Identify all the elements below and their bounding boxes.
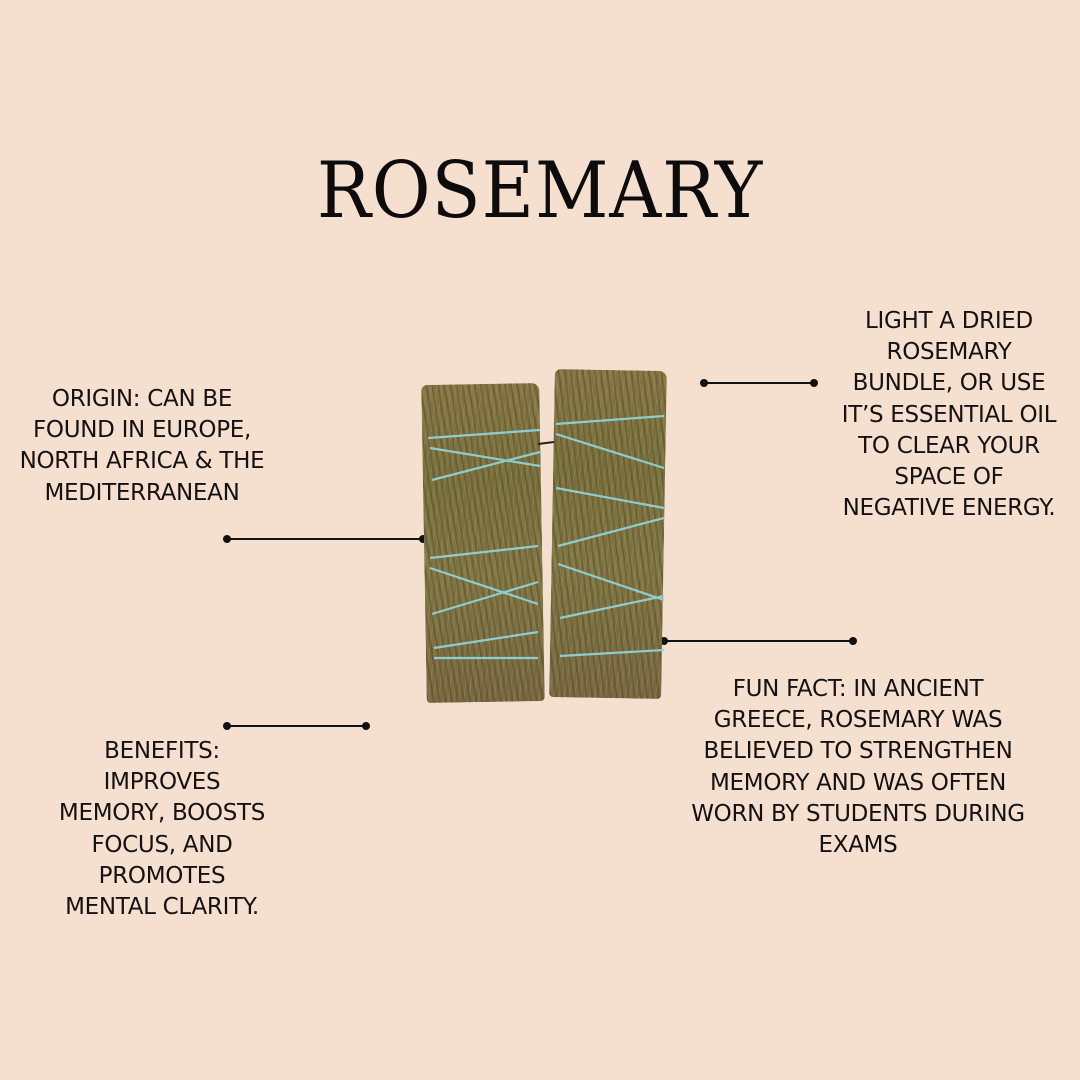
benefits-line: BENEFITS: — [104, 738, 220, 764]
fun-fact-line: MEMORY AND WAS OFTEN — [710, 769, 1006, 796]
origin-callout: ORIGIN: CAN BE FOUND IN EUROPE, NORTH AF… — [14, 384, 270, 509]
usage-line: LIGHT A DRIED — [865, 308, 1033, 334]
fun-fact-callout: FUN FACT: IN ANCIENT GREECE, ROSEMARY WA… — [660, 674, 1056, 861]
fun-fact-line: FUN FACT: IN ANCIENT — [732, 676, 984, 702]
fun-fact-line: EXAMS — [818, 832, 898, 859]
benefits-line: PROMOTES — [98, 862, 226, 889]
page-title: ROSEMARY — [316, 146, 764, 236]
fun-fact-connector-line — [660, 637, 857, 645]
usage-callout: LIGHT A DRIED ROSEMARY BUNDLE, OR USE IT… — [818, 306, 1080, 524]
usage-line: TO CLEAR YOUR — [858, 432, 1040, 459]
usage-line: BUNDLE, OR USE — [852, 370, 1046, 397]
usage-line: IT’S ESSENTIAL OIL — [841, 401, 1057, 428]
benefits-line: FOCUS, AND — [91, 831, 233, 858]
benefits-callout: BENEFITS: IMPROVES MEMORY, BOOSTS FOCUS,… — [30, 736, 294, 923]
benefits-connector-line — [223, 722, 370, 730]
usage-line: ROSEMARY — [886, 339, 1012, 366]
benefits-line: IMPROVES — [103, 769, 221, 796]
origin-line: MEDITERRANEAN — [44, 479, 240, 506]
fun-fact-line: BELIEVED TO STRENGTHEN — [703, 738, 1013, 765]
rosemary-bundles-image — [420, 368, 670, 708]
origin-connector-line — [223, 535, 427, 543]
fun-fact-line: WORN BY STUDENTS DURING — [691, 800, 1025, 827]
usage-connector-line — [700, 379, 818, 387]
origin-line: NORTH AFRICA & THE — [19, 448, 265, 475]
usage-line: SPACE OF — [894, 464, 1004, 491]
usage-line: NEGATIVE ENERGY. — [842, 495, 1056, 522]
fun-fact-line: GREECE, ROSEMARY WAS — [713, 707, 1003, 734]
twine-wrap — [427, 414, 665, 660]
origin-line: ORIGIN: CAN BE — [51, 386, 233, 412]
origin-line: FOUND IN EUROPE, — [32, 417, 252, 444]
benefits-line: MENTAL CLARITY. — [65, 894, 259, 921]
benefits-line: MEMORY, BOOSTS — [58, 800, 266, 827]
